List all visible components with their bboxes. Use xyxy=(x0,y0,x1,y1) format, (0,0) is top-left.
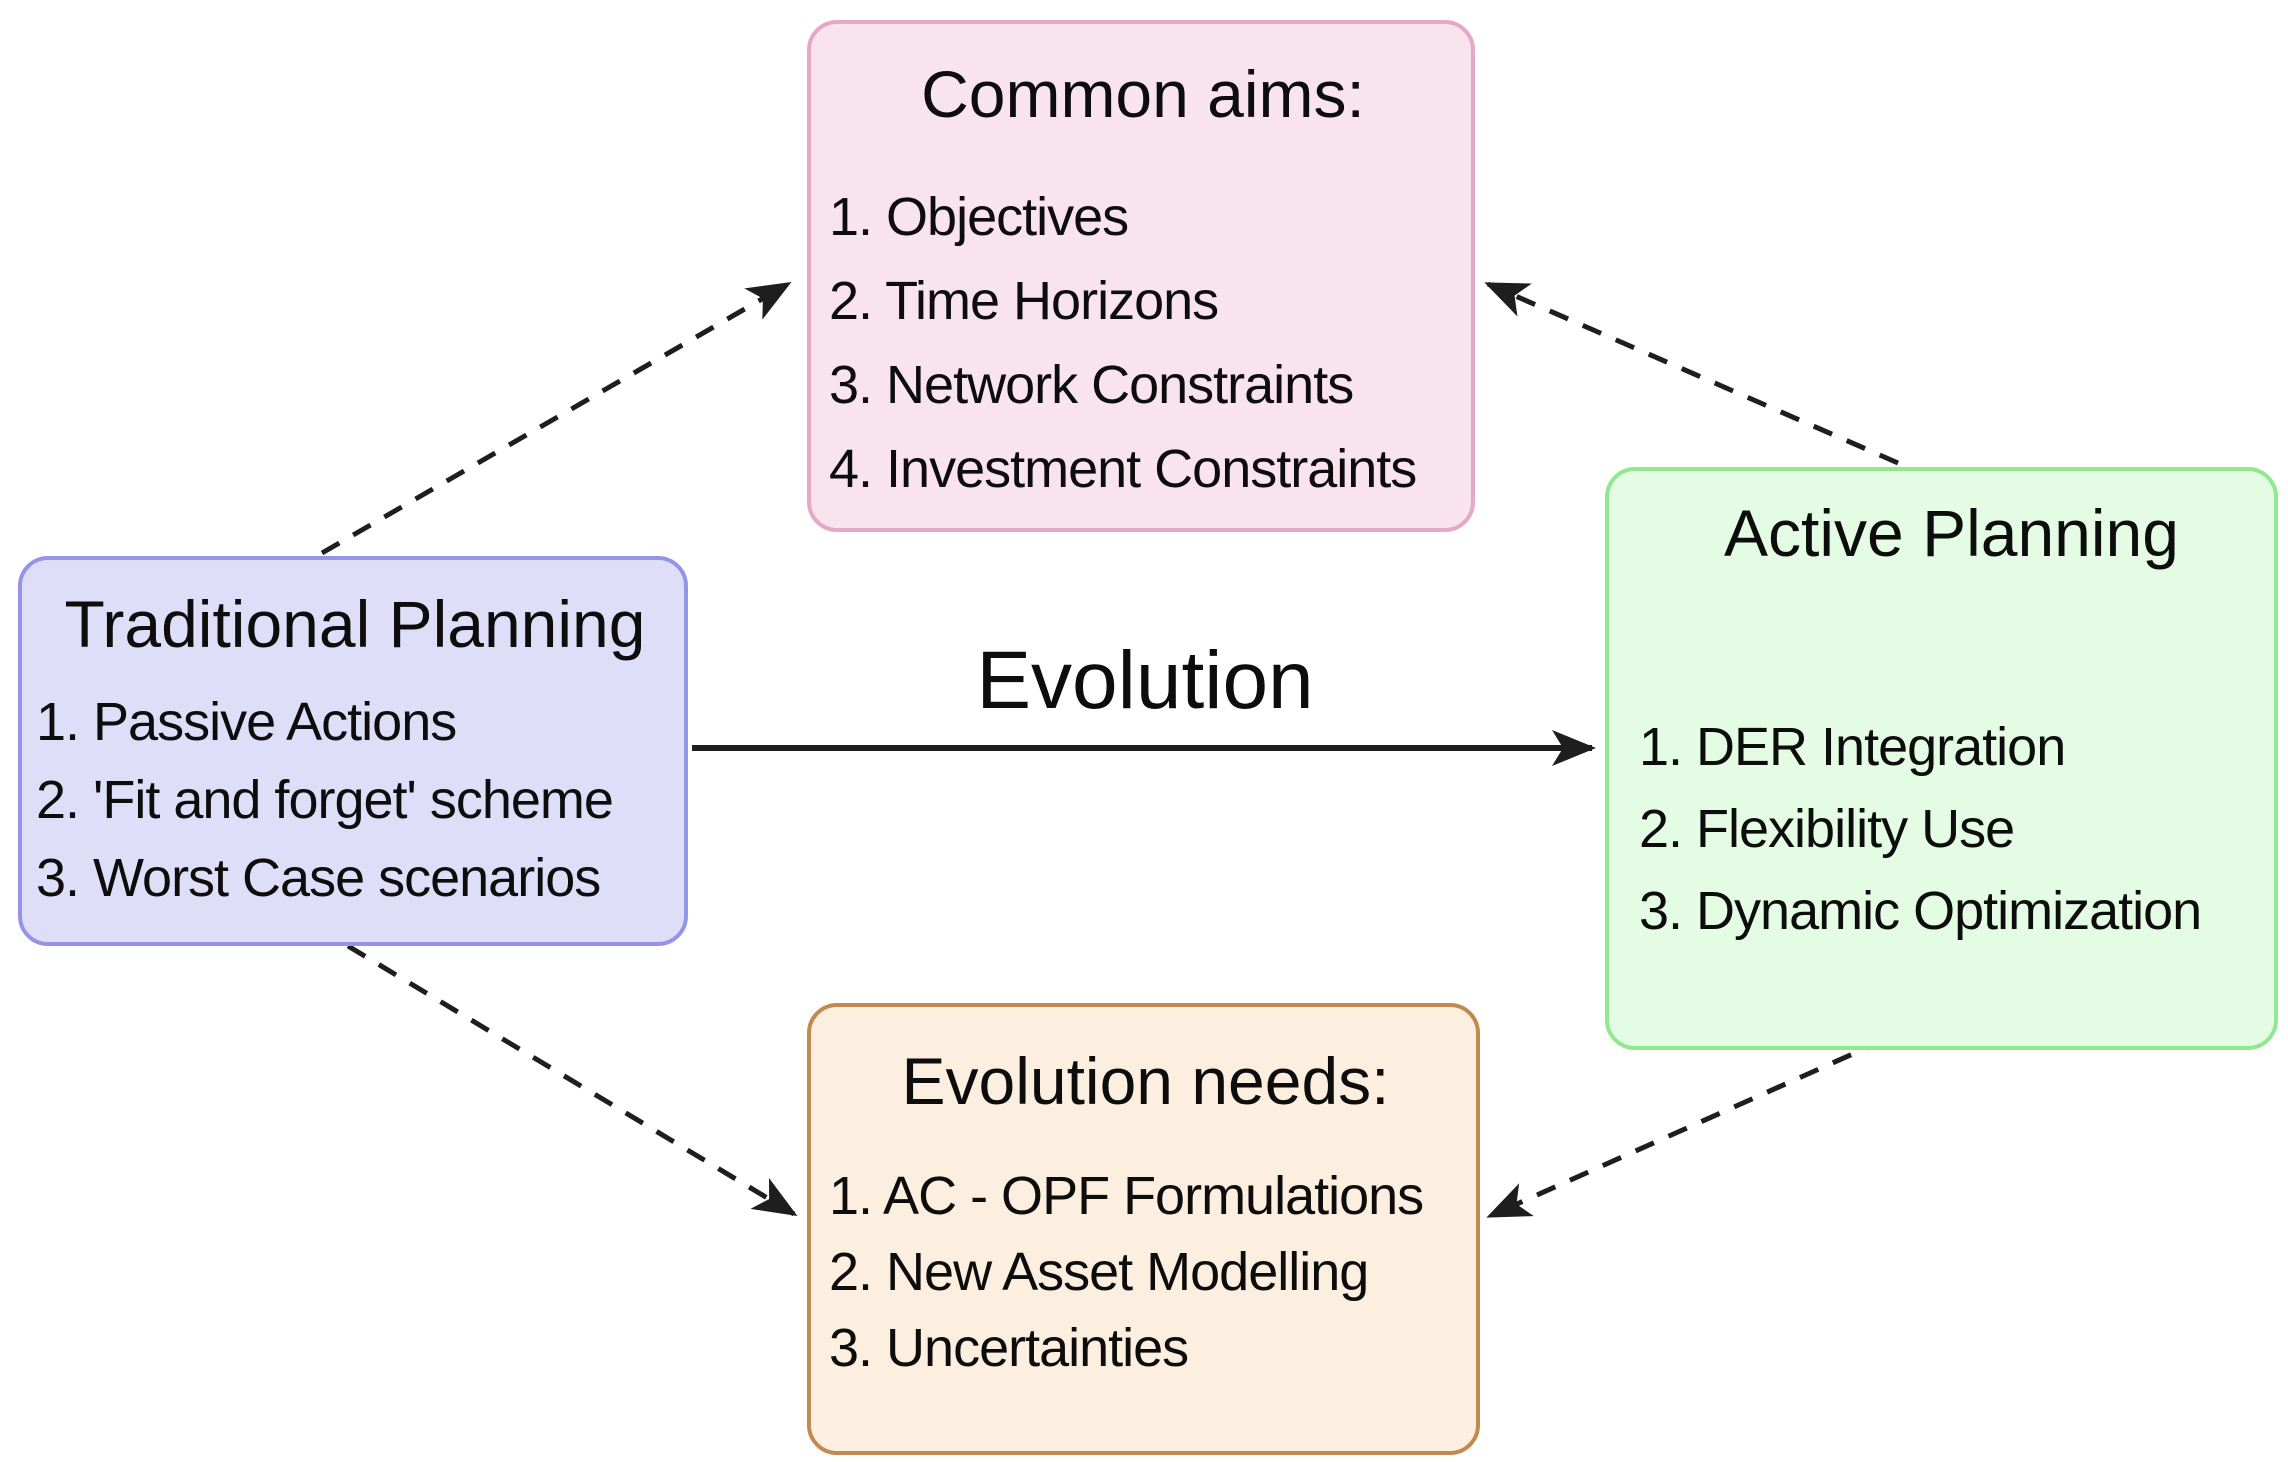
list-item: 2. Flexibility Use xyxy=(1639,798,2015,859)
common-aims-list: 1. Objectives 2. Time Horizons 3. Networ… xyxy=(829,175,1457,511)
evolution-label: Evolution xyxy=(976,635,1314,726)
list-item: 3. Uncertainties xyxy=(829,1317,1189,1378)
list-item: 4. Investment Constraints xyxy=(829,438,1417,499)
evolution-needs-box: Evolution needs: 1. AC - OPF Formulation… xyxy=(807,1003,1480,1455)
active-planning-list: 1. DER Integration 2. Flexibility Use 3.… xyxy=(1639,706,2264,952)
list-item: 2. New Asset Modelling xyxy=(829,1241,1369,1302)
traditional-planning-title: Traditional Planning xyxy=(64,587,646,661)
traditional-planning-list: 1. Passive Actions 2. 'Fit and forget' s… xyxy=(36,683,674,917)
evolution-needs-list: 1. AC - OPF Formulations 2. New Asset Mo… xyxy=(829,1158,1462,1386)
dashed-arrow-active-to-evolution-needs xyxy=(1486,1037,1886,1219)
evolution-needs-title: Evolution needs: xyxy=(901,1044,1390,1118)
list-item: 2. Time Horizons xyxy=(829,270,1219,331)
list-item: 3. Network Constraints xyxy=(829,354,1354,415)
common-aims-box: Common aims: 1. Objectives 2. Time Horiz… xyxy=(807,20,1475,532)
traditional-planning-box: Traditional Planning 1. Passive Actions … xyxy=(18,556,688,946)
list-item: 1. DER Integration xyxy=(1639,716,2066,777)
list-item: 3. Worst Case scenarios xyxy=(36,847,601,908)
list-item: 1. AC - OPF Formulations xyxy=(829,1165,1424,1226)
active-planning-box: Active Planning 1. DER Integration 2. Fl… xyxy=(1605,467,2278,1050)
dashed-arrow-traditional-to-evolution-needs xyxy=(346,943,798,1217)
list-item: 2. 'Fit and forget' scheme xyxy=(36,769,614,830)
dashed-arrow-traditional-to-common xyxy=(320,281,792,556)
active-planning-title: Active Planning xyxy=(1724,496,2179,570)
list-item: 1. Objectives xyxy=(829,186,1129,247)
list-item: 1. Passive Actions xyxy=(36,691,457,752)
dashed-arrow-active-to-common xyxy=(1484,281,1900,466)
common-aims-title: Common aims: xyxy=(921,57,1365,131)
list-item: 3. Dynamic Optimization xyxy=(1639,880,2202,941)
